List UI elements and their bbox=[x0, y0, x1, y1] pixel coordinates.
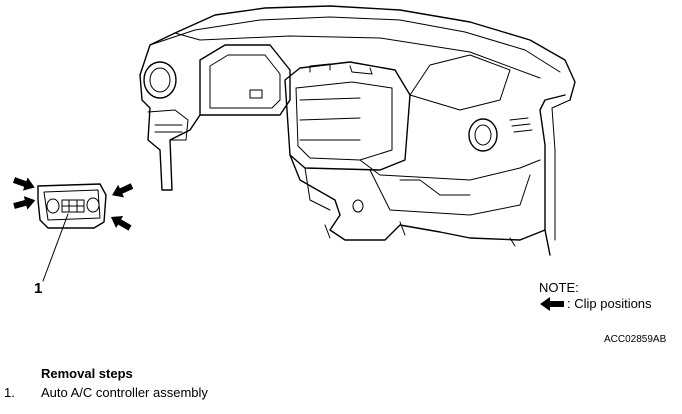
figure-id: ACC02859AB bbox=[604, 334, 667, 345]
clip-arrow-icon bbox=[112, 183, 134, 198]
clip-arrow-icon bbox=[12, 177, 35, 191]
ac-controller-assembly bbox=[37, 183, 107, 229]
step-label: Auto A/C controller assembly bbox=[41, 385, 208, 400]
step-number: 1. bbox=[4, 385, 15, 400]
clip-arrow-icon bbox=[110, 215, 132, 231]
clip-arrow-icon bbox=[13, 196, 36, 210]
instrument-panel-drawing bbox=[139, 5, 576, 256]
clip-arrow-icon bbox=[540, 297, 564, 311]
removal-steps-heading: Removal steps bbox=[41, 366, 133, 381]
callout-leader-line bbox=[42, 213, 69, 282]
callout-number: 1 bbox=[34, 280, 43, 297]
note-title: NOTE: bbox=[539, 280, 579, 295]
note-legend-text: : Clip positions bbox=[567, 296, 652, 311]
clip-arrows bbox=[12, 177, 134, 231]
